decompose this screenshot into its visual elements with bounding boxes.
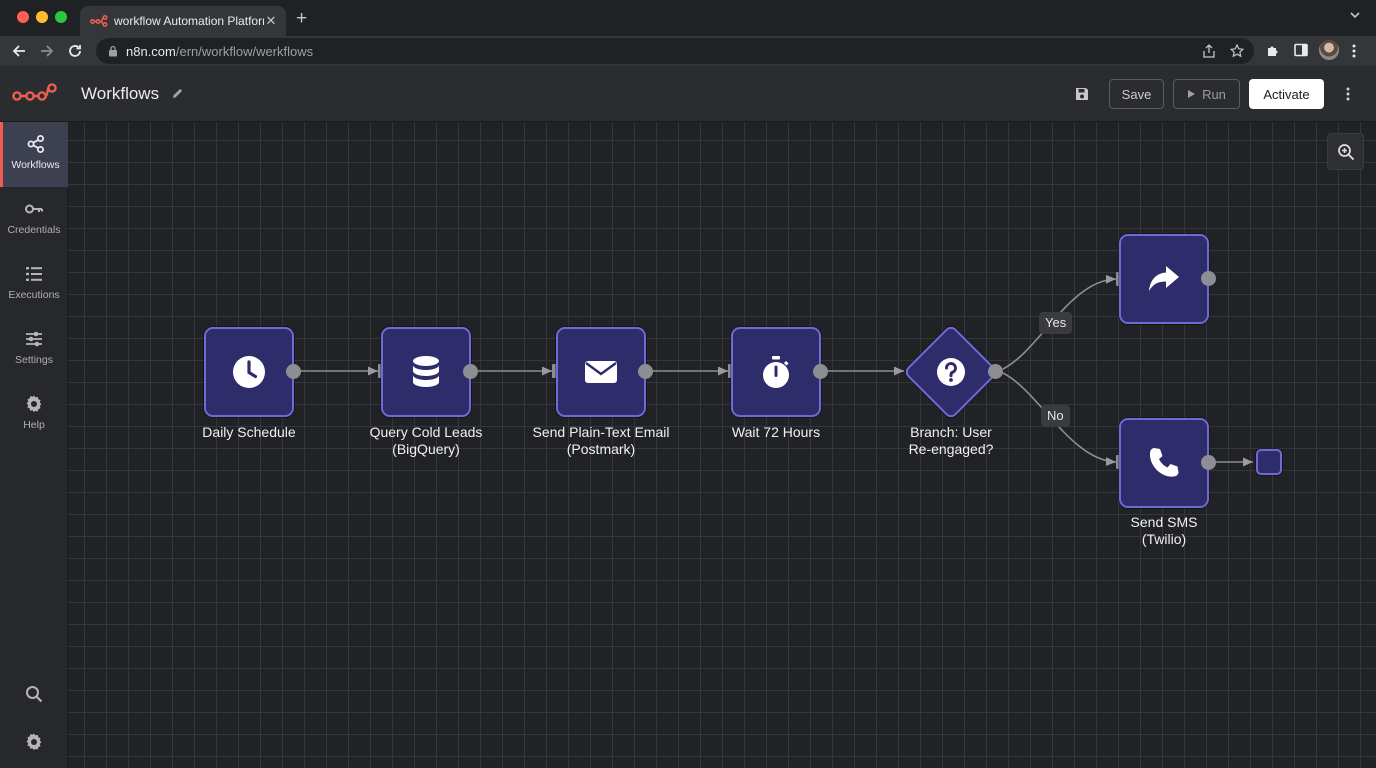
output-port[interactable] [988, 364, 1003, 379]
sidebar-item-label: Help [23, 419, 45, 431]
key-icon [25, 204, 43, 214]
envelope-icon [585, 361, 617, 383]
extensions-puzzle-icon[interactable] [1265, 42, 1281, 58]
clock-icon [233, 356, 265, 388]
node-branch-user-re-engaged[interactable] [902, 323, 1000, 421]
sidebar-item-workflows[interactable]: Workflows [0, 122, 68, 187]
output-port[interactable] [813, 364, 828, 379]
minimize-window-button[interactable] [36, 11, 48, 23]
output-port[interactable] [286, 364, 301, 379]
url-path: /ern/workflow/werkflows [175, 43, 314, 59]
node-label: Daily Schedule [202, 424, 296, 440]
node-label: Query Cold Leads(BigQuery) [369, 424, 483, 457]
address-bar[interactable]: n8n.com/ern/workflow/werkflows [96, 38, 1254, 64]
add-node-placeholder[interactable] [1256, 449, 1282, 475]
phone-icon [1149, 448, 1179, 477]
pencil-edit-icon[interactable] [171, 87, 184, 100]
back-arrow-icon[interactable] [10, 42, 28, 60]
branch-no-label: No [1041, 405, 1070, 427]
tab-close-icon[interactable]: ✕ [265, 13, 277, 28]
workflows-icon [27, 135, 44, 153]
n8n-favicon-icon [90, 15, 108, 27]
bookmark-star-icon[interactable] [1230, 44, 1244, 58]
sidebar-item-label: Executions [8, 289, 60, 301]
tab-title: workflow Automation Platform [114, 14, 264, 28]
search-icon[interactable] [24, 684, 44, 704]
node-yes-action[interactable] [1119, 234, 1209, 324]
browser-tab[interactable]: workflow Automation Platform ✕ [80, 6, 286, 36]
question-icon [937, 358, 965, 386]
sidebar-item-executions[interactable]: Executions [0, 252, 68, 317]
browser-tabstrip: workflow Automation Platform ✕ + [0, 0, 1376, 36]
close-window-button[interactable] [17, 11, 29, 23]
node-daily-schedule[interactable] [204, 327, 294, 417]
node-wait-72-hours[interactable] [731, 327, 821, 417]
input-port[interactable] [552, 364, 559, 378]
sidebar-item-credentials[interactable]: Credentials [0, 187, 68, 252]
browser-menu-icon[interactable] [1352, 43, 1356, 59]
tab-search-chevron-icon[interactable] [1350, 10, 1360, 20]
sidebar-item-help[interactable]: Help [0, 382, 68, 447]
sliders-icon [26, 331, 42, 347]
stopwatch-icon [763, 356, 789, 388]
share-arrow-icon [1149, 266, 1179, 291]
gear-icon[interactable] [24, 732, 44, 752]
database-icon [413, 356, 439, 387]
play-icon [1188, 90, 1196, 98]
node-label: Send Plain-Text Email(Postmark) [532, 424, 670, 457]
sidebar-item-label: Settings [15, 354, 53, 366]
n8n-logo-icon[interactable] [12, 82, 58, 106]
side-panel-icon[interactable] [1293, 42, 1309, 58]
browser-toolbar: n8n.com/ern/workflow/werkflows [0, 36, 1376, 66]
sidebar-item-label: Credentials [7, 224, 61, 236]
forward-arrow-icon[interactable] [38, 42, 56, 60]
gear-icon [26, 395, 42, 413]
new-tab-button[interactable]: + [296, 8, 308, 29]
app-header: Workflows Save Run Activate [0, 66, 1376, 122]
activate-button[interactable]: Activate [1249, 79, 1324, 109]
node-send-sms[interactable] [1119, 418, 1209, 508]
lock-icon [109, 45, 117, 57]
list-icon [26, 267, 42, 281]
zoom-button[interactable] [1327, 133, 1364, 170]
floppy-disk-icon[interactable] [1074, 86, 1090, 102]
output-port[interactable] [463, 364, 478, 379]
url-host: n8n.com [126, 43, 176, 59]
node-label: Wait 72 Hours [731, 424, 821, 440]
workflow-canvas[interactable] [68, 122, 1376, 768]
page-title: Workflows [81, 84, 160, 103]
maximize-window-button[interactable] [55, 11, 67, 23]
zoom-in-icon [1337, 143, 1354, 160]
output-port[interactable] [1201, 455, 1216, 470]
run-button-label: Run [1202, 86, 1226, 102]
output-port[interactable] [1201, 271, 1216, 286]
output-port[interactable] [638, 364, 653, 379]
sidebar-item-settings[interactable]: Settings [0, 317, 68, 382]
sidebar: Workflows Credentials Executions Setting… [0, 122, 68, 768]
run-button[interactable]: Run [1173, 79, 1240, 109]
more-options-icon[interactable] [1346, 86, 1350, 102]
profile-avatar[interactable] [1319, 40, 1339, 60]
save-button[interactable]: Save [1109, 79, 1164, 109]
sidebar-item-label: Workflows [11, 159, 60, 171]
branch-yes-label: Yes [1039, 312, 1073, 334]
node-query-cold-leads[interactable] [381, 327, 471, 417]
node-send-email[interactable] [556, 327, 646, 417]
share-icon[interactable] [1202, 44, 1216, 58]
node-label: Send SMS(Twilio) [1130, 514, 1198, 547]
reload-icon[interactable] [66, 42, 84, 60]
